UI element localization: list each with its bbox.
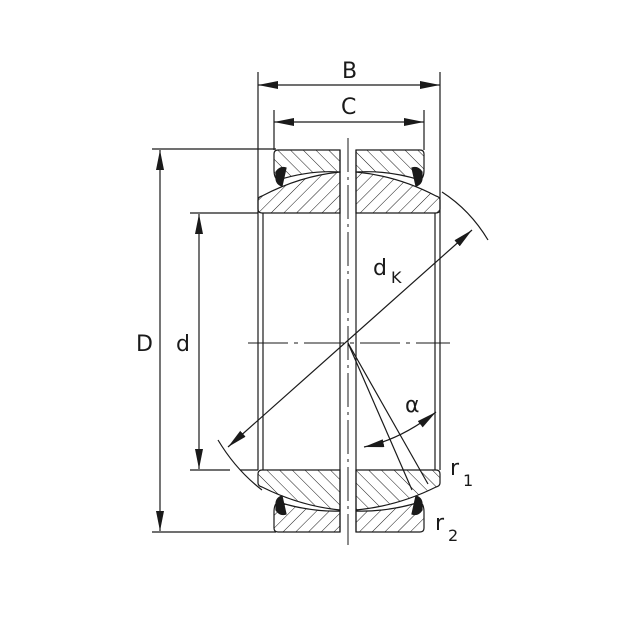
dimension-alpha: [347, 342, 437, 491]
dimension-dK: [217, 191, 489, 491]
label-r1-subscript: 1: [463, 471, 473, 490]
label-B: B: [342, 59, 357, 84]
label-C: C: [341, 95, 356, 120]
outer-ring-top: [273, 149, 425, 187]
label-r2-subscript: 2: [448, 526, 458, 545]
inner-ring-top: [257, 171, 441, 214]
outer-ring-bottom: [273, 495, 425, 533]
label-dK: d: [373, 256, 387, 281]
label-r1: r: [450, 456, 460, 481]
label-d: d: [176, 332, 190, 357]
label-alpha: α: [405, 393, 420, 418]
label-D: D: [136, 332, 153, 357]
extension-lines: [152, 72, 441, 533]
inner-ring-bottom: [257, 469, 441, 511]
label-r2: r: [435, 511, 445, 536]
label-dK-subscript: K: [391, 268, 402, 287]
